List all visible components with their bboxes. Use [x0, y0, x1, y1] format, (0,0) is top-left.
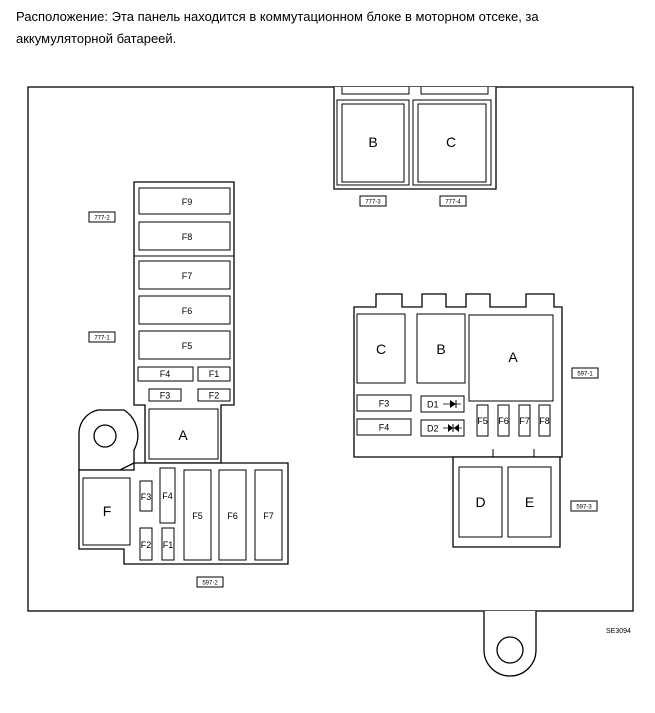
left-fuse-f2-label: F2	[209, 391, 220, 401]
bottom-fuse-f5	[183, 469, 212, 561]
right-fuse-f4	[356, 418, 412, 436]
right-relay-b	[416, 313, 466, 384]
connector-777-3	[359, 195, 387, 207]
battery-terminal	[78, 409, 139, 471]
left-fuse-f4	[137, 366, 194, 382]
connector-597-1-label: 597-1	[577, 372, 593, 378]
bottom-relay-f	[82, 477, 131, 546]
right-fuse-f5	[476, 404, 489, 437]
relay-d-label: D	[475, 494, 485, 510]
bottom-fuse-f5-label: F5	[192, 511, 203, 521]
diode-d2-symbol	[443, 424, 462, 432]
mounting-hole	[496, 636, 524, 664]
terminal-stud	[93, 424, 117, 448]
left-fuse-f1-label: F1	[209, 369, 220, 379]
bottom-fuse-f2-label: F2	[141, 540, 152, 550]
right-relay-c	[356, 313, 406, 384]
right-relay-c-label: C	[376, 341, 386, 357]
right-fuse-f3-label: F3	[379, 399, 390, 409]
connector-597-1	[571, 367, 599, 379]
bottom-fuse-f3-label: F3	[141, 492, 152, 502]
bottom-fuse-f1-label: F1	[163, 540, 174, 550]
bottom-fuse-f2	[139, 527, 153, 561]
left-fuse-f3	[148, 388, 182, 402]
relay-e-label: E	[525, 494, 534, 510]
connector-597-3	[570, 500, 598, 512]
caption-line-2: аккумуляторной батареей.	[16, 31, 177, 46]
reference-code: SE3094	[606, 628, 631, 635]
connector-777-2-label: 777-2	[94, 216, 110, 222]
left-fuse-f6	[138, 295, 231, 325]
lower-right-relay-block: D E	[452, 449, 561, 548]
diode-d2-label: D2	[427, 424, 439, 434]
location-caption: Расположение: Эта панель находится в ком…	[16, 6, 636, 50]
bottom-fuse-block: F F3 F4 F2 F1 F5 F6 F7	[78, 462, 289, 565]
bottom-fuse-f1	[161, 527, 175, 561]
left-fuse-f8-label: F8	[182, 232, 193, 242]
right-fuse-f7-label: F7	[519, 416, 530, 426]
diode-d1	[420, 395, 465, 413]
bottom-fuse-f6-label: F6	[227, 511, 238, 521]
right-fuse-f8-label: F8	[539, 416, 550, 426]
relay-d	[458, 466, 503, 538]
connector-597-2	[196, 576, 224, 588]
left-fuse-f2	[197, 388, 231, 402]
left-fuse-f3-label: F3	[160, 391, 171, 401]
connector-777-2	[88, 211, 116, 223]
right-fuse-f7	[518, 404, 531, 437]
relay-e	[507, 466, 552, 538]
right-relay-b-label: B	[436, 341, 445, 357]
connector-777-4-label: 777-4	[445, 200, 461, 206]
bottom-relay-f-label: F	[103, 503, 112, 519]
left-fuse-f7-label: F7	[182, 271, 193, 281]
relay-c-top	[417, 103, 487, 183]
relay-b-top	[341, 103, 405, 183]
top-relay-block: B C	[333, 87, 497, 190]
bottom-fuse-f7	[254, 469, 283, 561]
diode-d1-symbol	[443, 400, 461, 408]
diode-d1-label: D1	[427, 400, 439, 410]
connector-777-1	[88, 331, 116, 343]
right-fuse-block: C B A F3 F4 D1 D2 F5 F6 F7 F8	[353, 293, 563, 458]
connector-597-3-label: 597-3	[576, 505, 592, 511]
relay-b-top-label: B	[368, 134, 377, 150]
right-fuse-f5-label: F5	[477, 416, 488, 426]
bottom-fuse-f4	[159, 467, 176, 524]
left-fuse-f6-label: F6	[182, 306, 193, 316]
left-fuse-f4-label: F4	[160, 369, 171, 379]
connector-777-4	[439, 195, 467, 207]
bottom-fuse-f7-label: F7	[263, 511, 274, 521]
left-fuse-block: F9 F8 F7 F6 F5 F4 F1 F3 F2 A	[133, 181, 235, 464]
left-fuse-f5-label: F5	[182, 341, 193, 351]
relay-c-top-label: C	[446, 134, 456, 150]
left-fuse-f9	[138, 187, 231, 215]
left-fuse-f5	[138, 330, 231, 360]
right-relay-a	[468, 314, 554, 402]
connector-597-2-label: 597-2	[202, 581, 218, 587]
left-fuse-f1	[197, 366, 231, 382]
right-fuse-f8	[538, 404, 551, 437]
bottom-fuse-f3	[139, 480, 153, 512]
caption-line-1: Расположение: Эта панель находится в ком…	[16, 9, 539, 24]
right-relay-a-label: A	[508, 349, 518, 365]
connector-777-3-label: 777-3	[365, 200, 381, 206]
left-fuse-f9-label: F9	[182, 197, 193, 207]
left-relay-a	[148, 408, 219, 460]
bottom-fuse-f6	[218, 469, 247, 561]
left-fuse-f7	[138, 260, 231, 290]
right-fuse-f3	[356, 394, 412, 412]
left-relay-a-label: A	[178, 427, 188, 443]
connector-777-1-label: 777-1	[94, 336, 110, 342]
left-fuse-f8	[138, 221, 231, 251]
right-fuse-f6	[497, 404, 510, 437]
right-fuse-f4-label: F4	[379, 423, 390, 433]
bottom-fuse-f4-label: F4	[162, 491, 173, 501]
right-fuse-f6-label: F6	[498, 416, 509, 426]
